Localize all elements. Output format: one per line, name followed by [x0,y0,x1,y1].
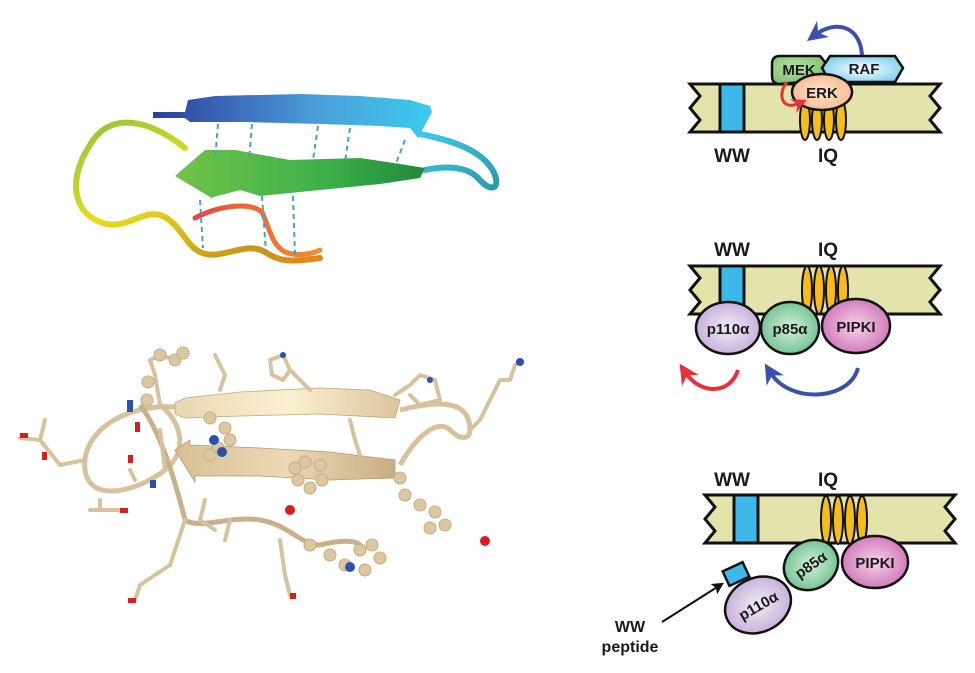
p110-protein [723,575,793,635]
ww-domain-box [732,493,760,545]
ww-label: WW [714,240,750,261]
p110-label: p110α [707,321,750,338]
blue-arrow [806,21,864,56]
side-chains [18,353,522,602]
erk-protein [790,72,854,112]
backbone-loop [397,401,473,467]
iq-label: IQ [818,470,838,491]
p85-label: p85α [772,321,808,338]
pipki-protein [840,534,910,590]
schematic-pi3k-panel: WW IQ p110α p85α PIPKI [679,240,944,397]
hydrogen-bonds [199,123,406,257]
red-arrow [679,363,740,391]
ribbon-structure-panel [73,94,500,264]
ww-label: WW [714,470,750,491]
pipki-label: PIPKI [855,555,894,572]
ww-peptide-box [720,560,752,588]
tan-beta-strand-2 [174,439,396,484]
nitrogen-atoms [127,352,524,572]
p85-protein [782,538,840,592]
iq-label: IQ [818,240,838,261]
beta-strand-1 [153,94,432,138]
ww-domain-box [718,82,746,134]
backbone-loop [138,403,362,548]
pipki-protein [820,297,892,355]
tan-beta-strand-1 [174,387,401,419]
beta-strand-2 [175,150,425,200]
pointer-arrow [661,582,725,623]
ribbon-tail [192,203,323,257]
schematic-erk-panel: MEK RAF ERK WW IQ [686,21,944,167]
schematic-peptide-panel: WW IQ p85α PIPKI p110α WW peptide [602,470,959,656]
ribbon-loop [73,119,323,264]
oxygen-atoms [20,422,490,603]
raf-protein [820,54,905,84]
ww-peptide-label-line2: peptide [602,639,659,656]
blue-arrow [764,363,860,397]
ww-peptide-label-line1: WW [615,619,646,636]
pipki-label: PIPKI [836,319,875,336]
p85-protein [759,300,821,356]
ball-stick-residues [140,346,452,577]
raf-label: RAF [849,61,880,78]
erk-label: ERK [806,85,838,102]
stick-structure-panel [18,346,524,603]
ww-label: WW [714,146,750,167]
ribbon-turn [417,131,500,191]
red-arrow [780,80,807,113]
iq-label: IQ [818,146,838,167]
backbone-loop [82,403,186,494]
mek-label: MEK [782,62,816,79]
iq-motifs [820,495,868,545]
